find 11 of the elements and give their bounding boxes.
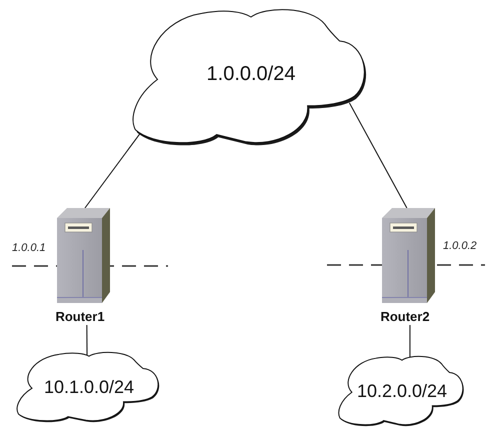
connector-line — [84, 132, 141, 208]
router-label: Router1 — [54, 309, 106, 325]
network-label: 10.2.0.0/24 — [356, 380, 448, 402]
ip-address-label: 1.0.0.1 — [12, 242, 46, 255]
network-label: 1.0.0.0/24 — [206, 62, 296, 86]
connector-line — [409, 324, 410, 358]
network-label: 10.1.0.0/24 — [44, 376, 134, 398]
connector-line — [348, 102, 408, 208]
router-label: Router2 — [379, 309, 431, 325]
connector-line — [86, 324, 88, 356]
ip-address-label: 1.0.0.2 — [443, 240, 477, 253]
